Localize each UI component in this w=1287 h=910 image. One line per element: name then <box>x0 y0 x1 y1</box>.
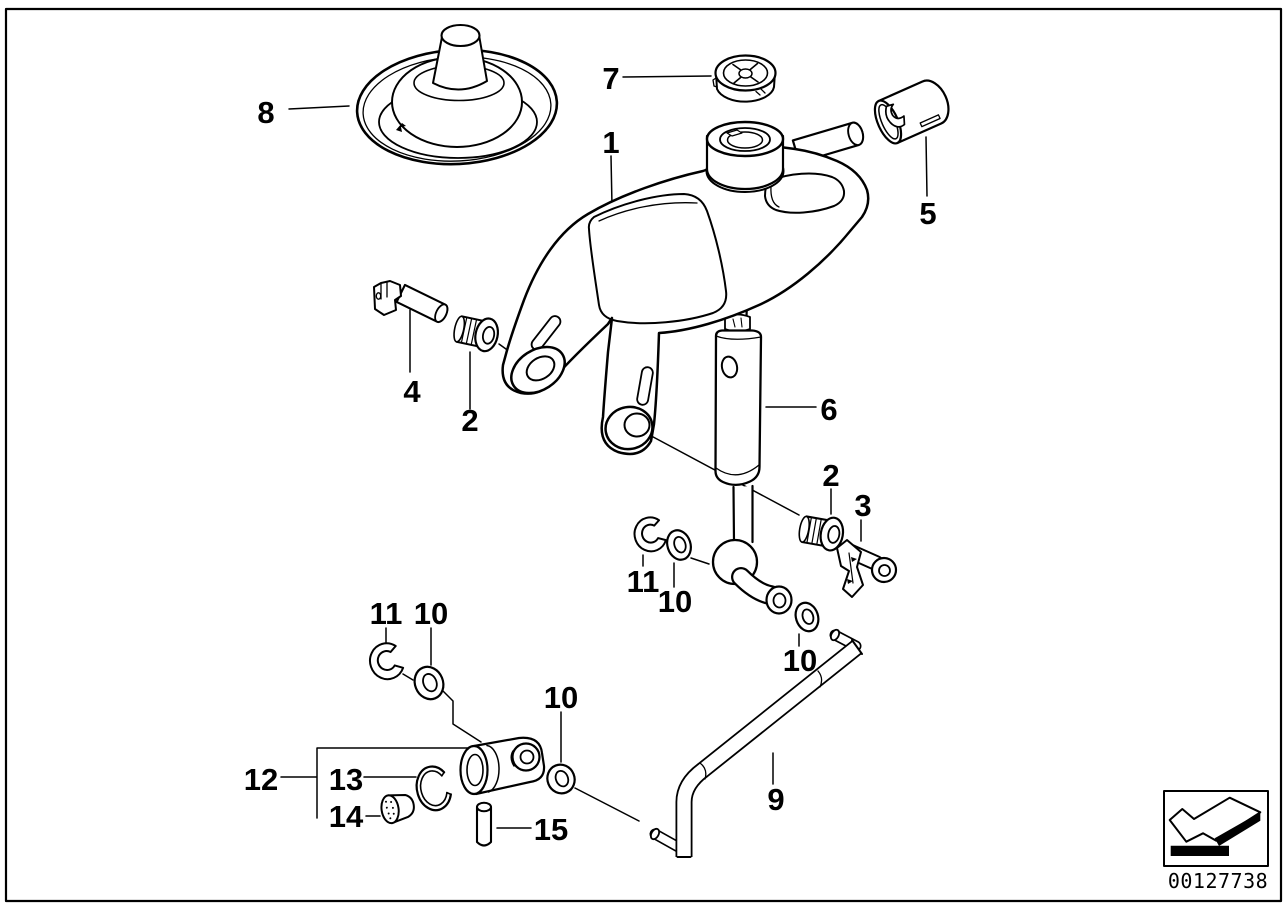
callout-10-bottom[interactable]: 10 <box>544 680 578 715</box>
part-8-boot <box>355 23 559 166</box>
part-10-washer-left <box>413 665 445 701</box>
callout-9[interactable]: 9 <box>767 782 784 817</box>
callout-2-lower[interactable]: 2 <box>822 458 839 493</box>
part-10-washer-elbow <box>794 601 820 633</box>
callout-7[interactable]: 7 <box>602 61 619 96</box>
mold-mark <box>396 123 406 132</box>
part-15-pin <box>475 801 493 847</box>
callout-12[interactable]: 12 <box>244 762 278 797</box>
callout-10-elbow[interactable]: 10 <box>783 643 817 678</box>
callout-labels: 8 7 1 5 4 2 6 2 3 11 10 10 9 11 10 10 12… <box>244 61 937 847</box>
part-4-pin <box>373 280 449 324</box>
part-9-selector-rod <box>649 628 863 858</box>
part-10-washer-mid <box>666 529 692 561</box>
part-5-sleeve <box>873 79 950 145</box>
part-7-cap <box>712 54 777 103</box>
callout-10-mid[interactable]: 10 <box>658 584 692 619</box>
part-2-bushing-lower <box>798 515 845 552</box>
callout-4[interactable]: 4 <box>403 374 421 409</box>
callout-1[interactable]: 1 <box>602 125 619 160</box>
part-11-clip-mid <box>633 516 667 553</box>
part-1-shift-console <box>501 120 870 456</box>
callout-10-left[interactable]: 10 <box>414 596 448 631</box>
callout-8[interactable]: 8 <box>257 95 274 130</box>
callout-11-mid[interactable]: 11 <box>627 564 660 599</box>
diagram-stamp: 00127738 <box>1163 790 1269 893</box>
part-14-bushing <box>380 794 415 825</box>
part-6-shift-rod <box>711 298 793 615</box>
callout-15[interactable]: 15 <box>534 812 568 847</box>
diagram-border <box>4 7 1283 903</box>
part-10-washer-bottom <box>546 763 576 795</box>
collar <box>705 120 785 193</box>
callout-14[interactable]: 14 <box>329 799 364 834</box>
part-11-clip-left <box>369 642 405 681</box>
part-3-bracket <box>836 539 898 598</box>
callout-3[interactable]: 3 <box>854 488 871 523</box>
center-eye <box>604 405 654 451</box>
part-13-circlip <box>415 765 452 812</box>
image-number: 00127738 <box>1168 869 1268 893</box>
callout-5[interactable]: 5 <box>919 196 936 231</box>
callout-2-upper[interactable]: 2 <box>461 403 478 438</box>
left-eye <box>510 345 566 395</box>
back-arrow-icon <box>1168 796 1262 856</box>
callout-13[interactable]: 13 <box>329 762 363 797</box>
callout-11-left[interactable]: 11 <box>370 596 403 631</box>
part-2-bushing-upper <box>453 315 499 353</box>
part-12-joint <box>459 736 546 796</box>
callout-6[interactable]: 6 <box>820 392 837 427</box>
